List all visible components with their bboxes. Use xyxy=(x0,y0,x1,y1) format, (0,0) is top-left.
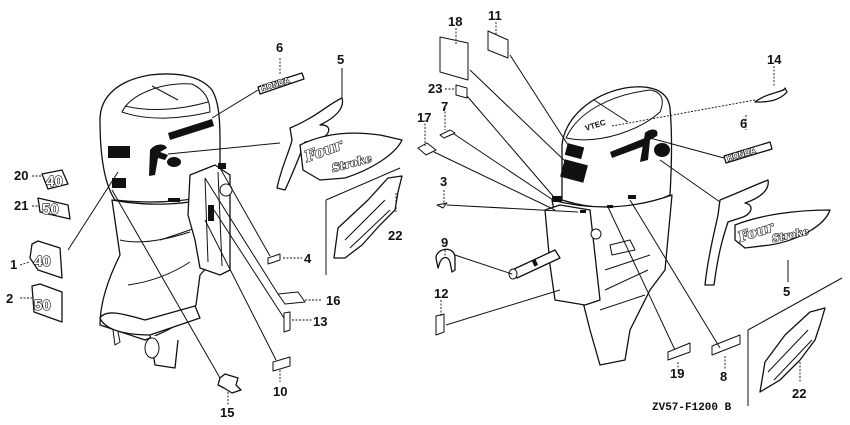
callout-15[interactable]: 15 xyxy=(220,405,234,420)
callout-5-right[interactable]: 5 xyxy=(783,284,790,299)
callout-22-right[interactable]: 22 xyxy=(792,386,806,401)
badge-40-lower-text: 40 xyxy=(34,253,51,270)
callout-22[interactable]: 22 xyxy=(388,228,402,243)
honda-emblem[interactable]: HONDA xyxy=(257,72,305,95)
badge-40-lower[interactable]: 40 xyxy=(29,240,63,279)
cowling-mark xyxy=(108,146,130,158)
group-divider-right xyxy=(747,277,843,331)
label-16[interactable] xyxy=(277,291,306,305)
badge-50-text: 50 xyxy=(42,201,59,218)
label-4[interactable] xyxy=(267,253,281,265)
cowling-mark xyxy=(112,178,126,188)
callout-2[interactable]: 2 xyxy=(6,291,13,306)
four-stroke-emblem[interactable]: Four Stroke xyxy=(276,97,403,191)
badge-50[interactable]: 50 xyxy=(37,197,71,220)
callout-11[interactable]: 11 xyxy=(488,8,502,23)
label-11[interactable] xyxy=(487,30,509,59)
callout-6[interactable]: 6 xyxy=(276,40,283,55)
callout-1[interactable]: 1 xyxy=(10,257,17,272)
cowling-stripe xyxy=(168,119,214,140)
callout-13[interactable]: 13 xyxy=(313,314,327,329)
cowling-f-mark xyxy=(149,144,168,176)
callout-18[interactable]: 18 xyxy=(448,14,462,29)
callout-12[interactable]: 12 xyxy=(434,286,448,301)
honda-emblem-right[interactable]: HONDA xyxy=(723,141,773,164)
drawing-code: ZV57-F1200 B xyxy=(652,402,732,414)
callout-21[interactable]: 21 xyxy=(14,198,28,213)
callout-17[interactable]: 17 xyxy=(417,110,431,125)
callout-8[interactable]: 8 xyxy=(720,369,727,384)
callout-10[interactable]: 10 xyxy=(273,384,287,399)
callout-19[interactable]: 19 xyxy=(670,366,684,381)
right-outboard-engine: VTEC xyxy=(508,86,673,366)
label-8[interactable] xyxy=(711,334,741,356)
clip-cover-9[interactable] xyxy=(435,248,456,273)
callout-9[interactable]: 9 xyxy=(441,235,448,250)
callout-16[interactable]: 16 xyxy=(326,293,340,308)
label-7[interactable] xyxy=(439,129,456,139)
callout-20[interactable]: 20 xyxy=(14,168,28,183)
label-19[interactable] xyxy=(667,342,691,361)
side-graphic-decal[interactable] xyxy=(333,175,403,259)
badge-50-lower[interactable]: 50 xyxy=(31,283,63,323)
honda-emblem-text: HONDA xyxy=(260,76,291,93)
left-leader-lines xyxy=(19,58,397,405)
right-leader-lines xyxy=(424,22,801,382)
label-17[interactable] xyxy=(417,142,437,156)
callout-labels: 1 2 3 4 5 6 7 8 9 10 11 12 13 14 15 16 1… xyxy=(6,8,806,420)
label-13[interactable] xyxy=(283,311,291,333)
label-18[interactable] xyxy=(439,36,469,81)
callout-5[interactable]: 5 xyxy=(337,52,344,67)
callout-23[interactable]: 23 xyxy=(428,81,442,96)
callout-6-right[interactable]: 6 xyxy=(740,116,747,131)
badge-50-lower-text: 50 xyxy=(34,297,51,314)
label-10[interactable] xyxy=(272,356,291,372)
honda-emblem-right-text: HONDA xyxy=(726,146,757,163)
callout-3[interactable]: 3 xyxy=(440,174,447,189)
callout-4[interactable]: 4 xyxy=(304,251,312,266)
label-12[interactable] xyxy=(435,313,445,336)
group-divider xyxy=(325,167,401,201)
badge-40[interactable]: 40 xyxy=(41,169,69,191)
emblem-15[interactable] xyxy=(217,373,242,394)
badge-40-text: 40 xyxy=(46,173,63,190)
label-23[interactable] xyxy=(455,84,468,99)
callout-14[interactable]: 14 xyxy=(767,52,782,67)
triangle-mark-3[interactable] xyxy=(436,202,448,209)
four-stroke-emblem-right[interactable]: Four Stroke xyxy=(704,179,831,286)
side-graphic-decal-right[interactable] xyxy=(759,307,826,393)
callout-7[interactable]: 7 xyxy=(441,99,448,114)
left-outboard-engine xyxy=(99,73,233,369)
top-cover-emblem[interactable] xyxy=(754,87,788,103)
